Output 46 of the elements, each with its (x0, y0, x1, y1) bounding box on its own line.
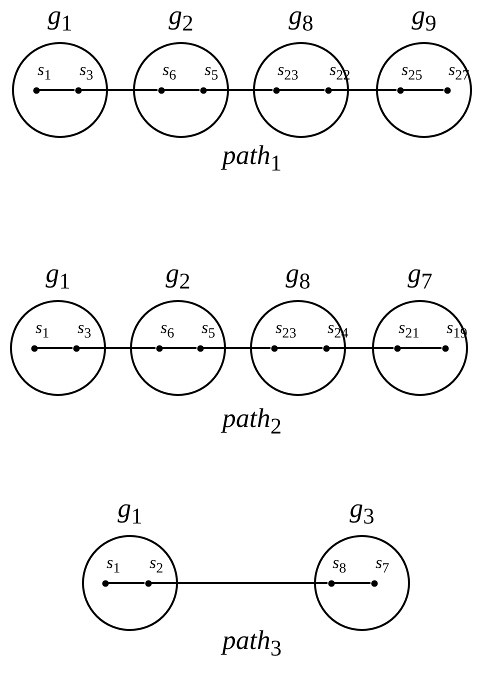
point-label: s$_{1}$ (36, 318, 50, 342)
connector-line (38, 347, 72, 349)
connector-line (404, 89, 444, 91)
group-label: g$_{8}$ (288, 0, 314, 38)
connector-line (162, 347, 196, 349)
path-label: path$_{2}$ (222, 403, 282, 440)
group-label: g$_{1}$ (44, 258, 72, 296)
group-label: g$_{1}$ (116, 493, 144, 530)
connector-line (204, 347, 270, 349)
connector-line (400, 347, 442, 349)
group-label: g$_{8}$ (284, 258, 312, 296)
group-label: g$_{9}$ (410, 0, 438, 38)
group-label: g$_{3}$ (348, 493, 376, 530)
point-label: s$_{23}$ (278, 60, 298, 84)
path-label: path$_{1}$ (222, 140, 282, 178)
connector-line (330, 347, 394, 349)
path-label: path$_{3}$ (222, 625, 282, 662)
point-label: s$_{1}$ (106, 554, 120, 577)
point-label: s$_{6}$ (162, 60, 176, 84)
connector-line (80, 347, 156, 349)
point-label: s$_{3}$ (78, 318, 92, 342)
point-label: s$_{2}$ (150, 554, 164, 577)
point-label: s$_{8}$ (332, 554, 346, 577)
connector-line (334, 582, 370, 584)
connector-line (278, 347, 322, 349)
point-label: s$_{21}$ (398, 318, 420, 342)
group-label: g$_{2}$ (164, 258, 192, 296)
connector-line (206, 89, 272, 91)
point-label: s$_{3}$ (80, 60, 94, 84)
point-label: s$_{5}$ (204, 60, 218, 84)
point-label: s$_{6}$ (160, 318, 174, 342)
connector-line (280, 89, 324, 91)
connector-line (82, 89, 158, 91)
point-label: s$_{5}$ (202, 318, 216, 342)
connector-line (332, 89, 396, 91)
point-label: s$_{25}$ (402, 60, 422, 84)
connector-line (164, 89, 200, 91)
point-label: s$_{7}$ (376, 554, 390, 577)
connector-line (40, 89, 74, 91)
connector-line (152, 582, 328, 584)
group-label: g$_{7}$ (406, 258, 434, 296)
point-label: s$_{1}$ (38, 60, 52, 84)
group-label: g$_{2}$ (168, 0, 194, 38)
connector-line (108, 582, 144, 584)
group-label: g$_{1}$ (46, 0, 74, 38)
point-label: s$_{23}$ (276, 318, 296, 342)
